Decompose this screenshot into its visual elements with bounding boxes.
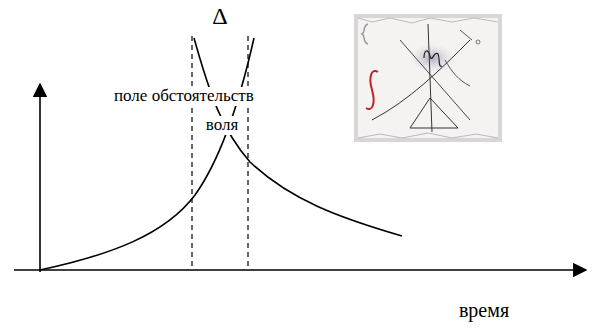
dashed-bound (191, 36, 192, 270)
delta-label: Δ (212, 3, 227, 29)
rising-curve (40, 38, 254, 270)
inset-painting (354, 14, 502, 142)
curve-label: поле обстоятельств (112, 87, 256, 106)
curve-label: воля (204, 116, 241, 135)
x-axis (14, 269, 586, 271)
y-axis (39, 84, 41, 272)
dashed-bound (247, 36, 248, 270)
axis-label: время (459, 299, 509, 321)
